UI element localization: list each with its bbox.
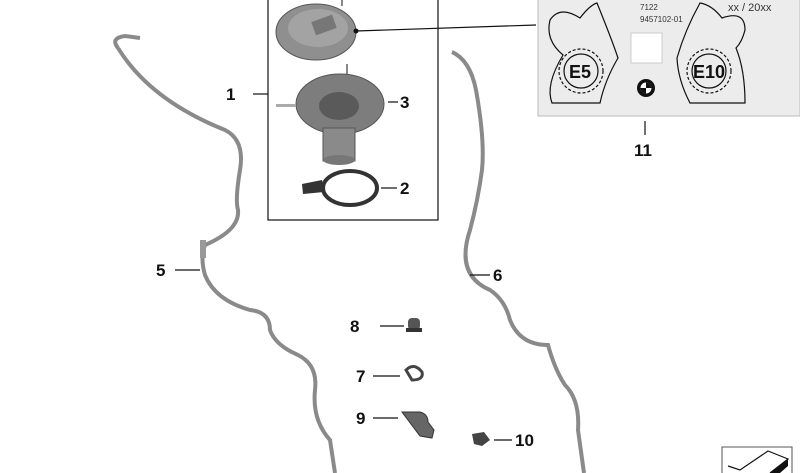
callout-7[interactable]: 7 <box>356 367 365 386</box>
fuel-e10: E10 <box>693 62 725 82</box>
bmw-logo-icon <box>637 79 655 97</box>
hose-left[interactable] <box>113 33 337 473</box>
fuel-type-label[interactable]: E5 E10 7122 9457102-01 xx / 20xx <box>537 0 800 117</box>
callout-5[interactable]: 5 <box>156 261 165 280</box>
plug-part-10[interactable] <box>406 318 422 332</box>
callout-9[interactable]: 9 <box>356 409 365 428</box>
diagram-symbol-icon[interactable] <box>721 446 793 473</box>
label-date: xx / 20xx <box>728 2 772 14</box>
callout-8[interactable]: 10 <box>515 431 534 450</box>
clip-part-8[interactable] <box>472 432 490 446</box>
fuel-e5: E5 <box>569 62 591 82</box>
callout-3[interactable]: 3 <box>400 93 409 112</box>
callout-2[interactable]: 2 <box>400 179 409 198</box>
seal-ring[interactable] <box>302 169 379 207</box>
clip-part-7[interactable] <box>404 365 424 382</box>
callout-11[interactable]: 11 <box>634 141 652 160</box>
callout-6[interactable]: 6 <box>493 266 502 285</box>
clamp-part-9[interactable] <box>401 411 435 439</box>
callout-10[interactable]: 8 <box>350 317 359 336</box>
filler-neck-housing[interactable] <box>276 64 385 165</box>
callout-1[interactable]: 1 <box>226 85 235 104</box>
fuel-cap[interactable] <box>275 0 357 61</box>
label-code-2: 9457102-01 <box>640 15 683 24</box>
hose-right[interactable] <box>451 50 586 473</box>
assembly-box <box>267 0 439 221</box>
label-code-1: 7122 <box>640 3 658 12</box>
